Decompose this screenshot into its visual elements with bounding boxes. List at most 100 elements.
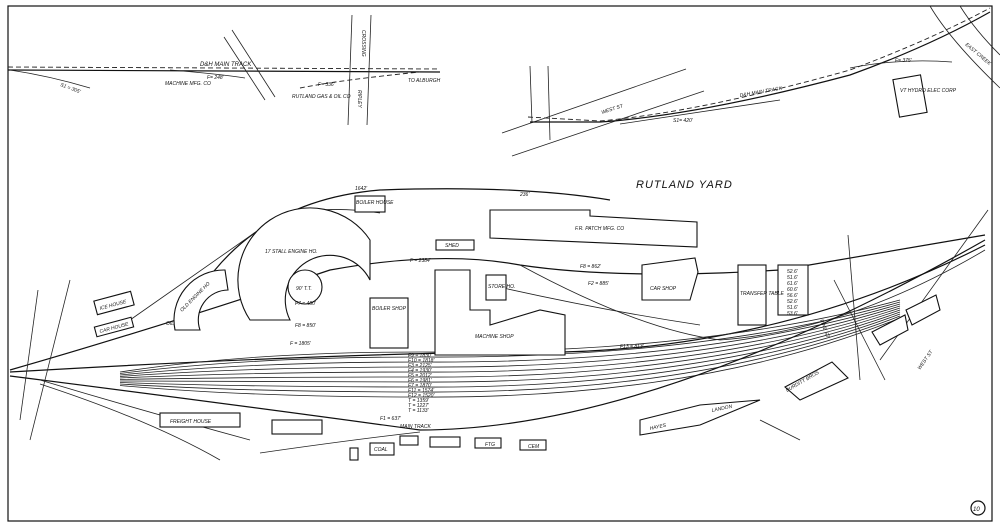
store-house <box>485 274 507 301</box>
shop-track-length: 52.6' <box>787 299 799 305</box>
ripley-street <box>347 14 353 126</box>
track-length-label: F= 336' <box>318 82 336 88</box>
gas-co-label: RUTLAND GAS & OIL CO <box>292 94 351 100</box>
west-street <box>501 68 687 134</box>
shop-track-length: 61.6' <box>787 281 799 287</box>
crossing-label: CROSSING <box>360 30 366 57</box>
transfer-table-label: TRANSFER TABLE <box>740 291 784 297</box>
buildings <box>93 195 941 461</box>
top-left-inset: D&H MAIN TRACK F= 248' MACHINE MFG. CO R… <box>7 14 441 126</box>
main-track-line <box>7 69 441 73</box>
yard-track-length: F3 = 2125' <box>408 363 433 369</box>
track-length-label: F13 = 813' <box>620 344 645 350</box>
top-right-inset: VT HYDRO ELEC CORP D&H MAIN TRACK WEST S… <box>501 5 1000 157</box>
track-length-label: S1 = 305' <box>59 82 82 95</box>
freight-house <box>159 412 241 428</box>
oil-label: OIL <box>166 321 174 327</box>
coal-shed <box>369 442 395 456</box>
yard-track-length: F12 = 1520' <box>408 393 435 399</box>
car-house <box>93 316 135 338</box>
vt-hydro-building <box>892 74 928 118</box>
yard-track-length: F6 = 1981' <box>408 378 433 384</box>
cem-label: CEM <box>528 444 540 450</box>
shop-track-list <box>777 264 809 316</box>
track-length-label: F2 = 885' <box>588 281 610 287</box>
yard-track-length: F4 = 1930' <box>408 368 433 374</box>
track-length-label: F7 = 480' <box>295 301 317 307</box>
car-shop-label: CAR SHOP <box>650 286 677 292</box>
patch-mfg-building <box>489 209 698 248</box>
yard-track-length: F10 = 1818' <box>408 358 435 364</box>
yard-track <box>119 307 901 379</box>
main-track-label: D&H MAIN TRACK <box>200 62 252 68</box>
street-line <box>19 289 39 421</box>
ftg-label: FTG <box>485 442 495 448</box>
page-number-badge: 10 <box>970 500 986 516</box>
burditt-building <box>784 361 849 401</box>
track-length-label: F1 = 637' <box>380 416 402 422</box>
hayes-landon-building <box>639 399 761 436</box>
old-engine-house <box>173 269 229 331</box>
track-length-label: F = 1805' <box>290 341 312 347</box>
shed-label: SHED <box>445 243 459 249</box>
transfer-table <box>737 264 767 326</box>
boiler-shop-label: BOILER SHOP <box>372 306 407 312</box>
machine-shop-label: MACHINE SHOP <box>475 334 514 340</box>
shop-track-length-list: 52.6'51.6'61.6'60.6'56.6'52.6'51.6'53.6' <box>787 269 799 317</box>
main-track-line <box>9 239 986 431</box>
warehouse <box>271 419 323 435</box>
engine-house-label: 17 STALL ENGINE HO. <box>265 249 318 255</box>
machine-shop <box>434 269 566 356</box>
track-length-label: F= 375' <box>895 58 913 64</box>
shop-track-length: 51.6' <box>787 305 799 311</box>
track-length-label: F8 = 850' <box>295 323 317 329</box>
yard-track-length: T = 1227' <box>408 403 430 409</box>
turntable-label: 90' T.T. <box>296 286 312 292</box>
to-alburgh-label: TO ALBURGH <box>408 78 441 84</box>
boiler-house-label: BOILER HOUSE <box>356 200 394 206</box>
car-shop <box>641 257 699 301</box>
store-house-label: STORE HO. <box>488 284 515 290</box>
shop-track-length: 56.6' <box>787 293 799 299</box>
machine-co-label: MACHINE MFG. CO <box>165 81 211 87</box>
page-number: 10 <box>973 507 980 513</box>
west-st-label: WEST ST <box>601 103 625 116</box>
map-title: RUTLAND YARD <box>636 179 733 191</box>
boiler-shop <box>369 297 409 349</box>
yard-track <box>119 305 901 377</box>
street-line <box>231 29 276 98</box>
shop-track-length: 51.6' <box>787 275 799 281</box>
map-border <box>7 5 993 522</box>
yard-track-length: F9 = 1830' <box>408 353 433 359</box>
landon-label: LANDON <box>711 404 733 414</box>
yard-track-length: F11 = 1574' <box>408 388 435 394</box>
shop-track-length: 60.6' <box>787 287 799 293</box>
track-length-label: S1= 420' <box>673 118 694 124</box>
shop-track-length: 52.6' <box>787 269 799 275</box>
west-st-label: WEST ST <box>917 349 935 371</box>
hayes-label: HAYES <box>649 423 667 432</box>
track-length-label: F8 = 862' <box>580 264 602 270</box>
track-length-label: F= 248' <box>207 75 225 81</box>
yard-tracks <box>9 188 989 461</box>
pine-street <box>847 234 861 381</box>
freight-house-label: FREIGHT HOUSE <box>170 419 212 425</box>
track-length-label: 236' <box>519 192 530 198</box>
yard-track <box>119 311 901 383</box>
yard-track-length: F7 = 1870' <box>408 383 433 389</box>
track-length-label: 1642' <box>355 186 368 192</box>
boiler-house <box>354 195 386 213</box>
patch-mfg-label: F.R. PATCH MFG. CO <box>575 226 624 232</box>
main-track-label: MAIN TRACK <box>400 424 432 430</box>
coal-label: COAL <box>374 447 388 453</box>
shed <box>435 239 475 251</box>
yard-track <box>119 317 901 398</box>
yard-track <box>119 301 901 374</box>
yard-track <box>119 303 901 376</box>
ripley-label: RIPLEY <box>356 90 362 108</box>
yard-track <box>119 315 901 393</box>
yard-track <box>119 309 901 380</box>
creek-label: EAST CREEK <box>964 42 993 67</box>
yard-track <box>119 313 901 388</box>
